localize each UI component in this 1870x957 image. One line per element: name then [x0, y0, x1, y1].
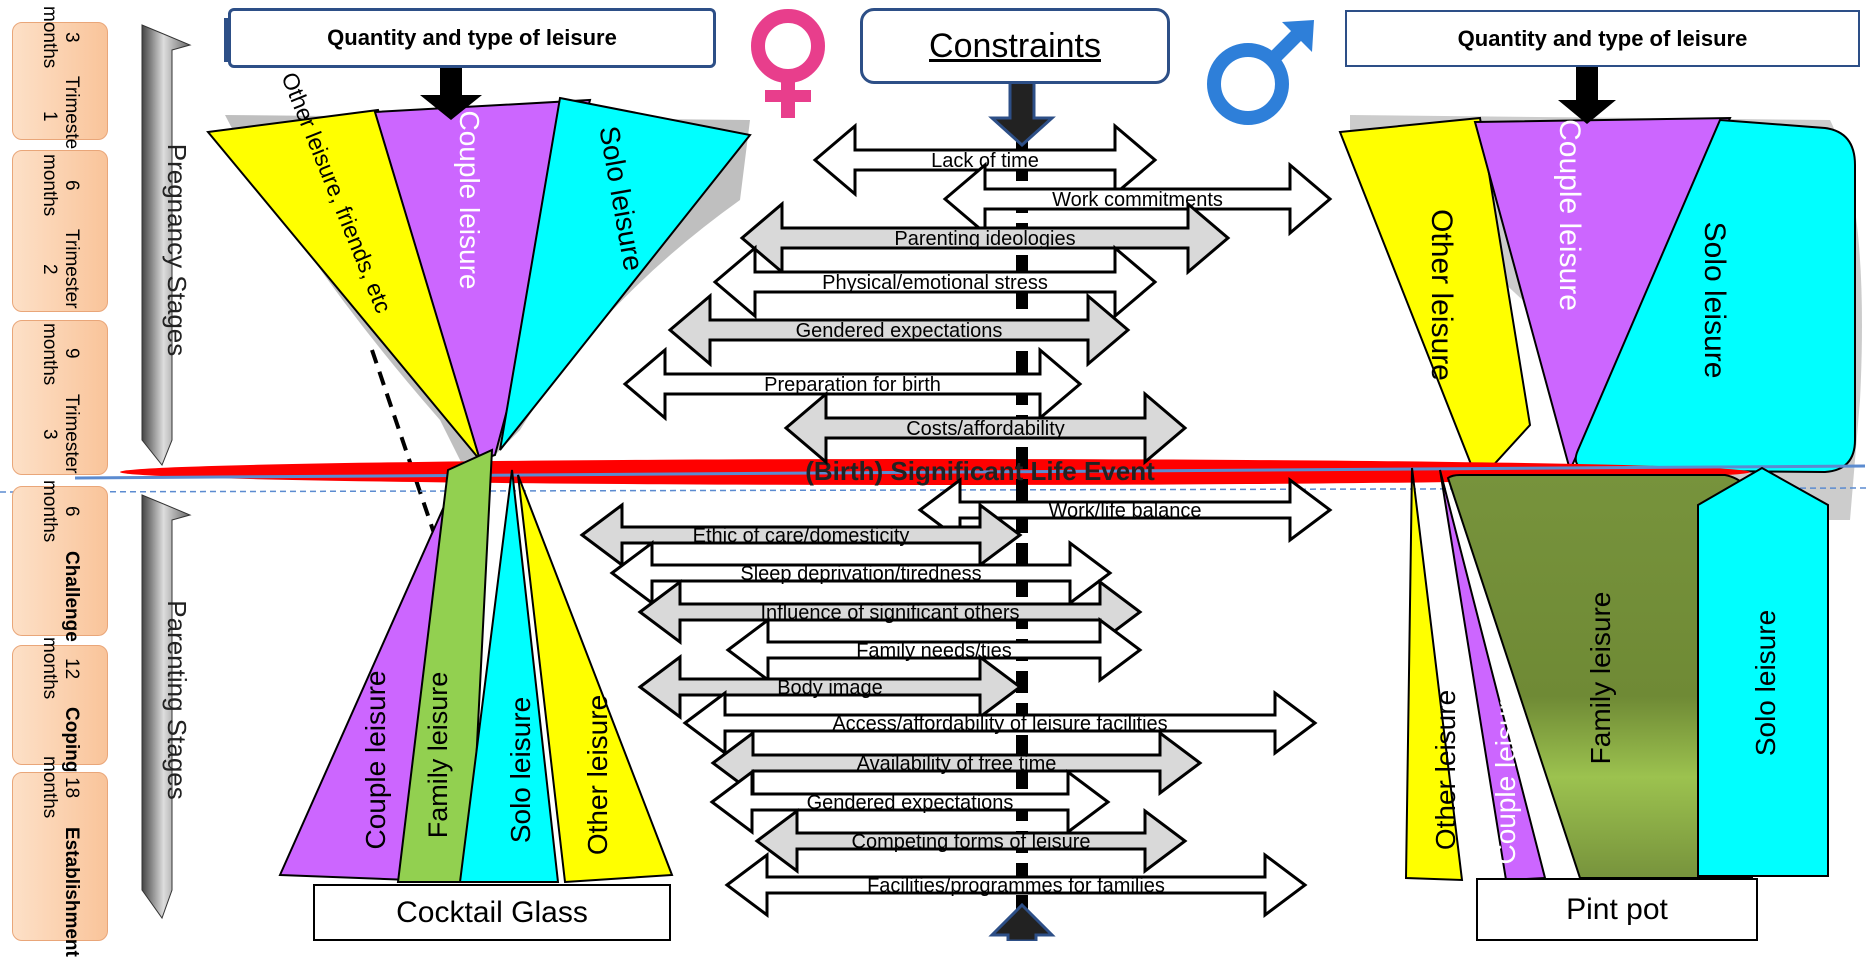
post-birth-constraint-1-label: Work/life balance — [1048, 500, 1201, 522]
female-header-box: Quantity and type of leisure — [228, 8, 716, 68]
post-birth-constraint-4-arrow — [637, 579, 1143, 645]
pre-birth-constraint-2-arrow — [942, 161, 1333, 237]
post-birth-constraint-10-arrow — [754, 808, 1188, 874]
post-birth-constraint-9-label: Gendered expectations — [807, 792, 1014, 814]
post-birth-constraint-3-arrow — [609, 540, 1113, 606]
male-bottom-other-leisure-label: Other leisure — [1430, 690, 1461, 850]
female-bottom-other-leisure-wedge — [517, 474, 674, 884]
pre-birth-constraint-7-label: Costs/affordability — [906, 418, 1065, 440]
post-birth-constraint-10-label: Competing forms of leisure — [852, 831, 1091, 853]
male-bottom-solo-leisure-label: Solo leisure — [1750, 610, 1781, 756]
male-top-couple-leisure-label: Couple leisure — [1553, 119, 1586, 311]
pre-birth-constraint-1-arrow — [812, 122, 1158, 198]
male-top-solo-leisure-label: Solo leisure — [1698, 222, 1731, 379]
male-bottom-couple-leisure-label: Couple leisure — [1490, 686, 1521, 865]
post-birth-constraint-6-arrow — [637, 654, 1023, 720]
pre-birth-constraint-5-arrow — [667, 292, 1131, 368]
male-top-other-leisure-wedge — [1338, 116, 1532, 484]
female-header-arrow — [420, 66, 482, 120]
post-birth-constraint-3-label: Sleep deprivation/tiredness — [740, 563, 981, 585]
male-header-label: Quantity and type of leisure — [1457, 25, 1748, 51]
post-birth-constraint-7-label: Access/affordability of leisure faciliti… — [832, 713, 1167, 735]
female-top-couple-leisure-label: Couple leisure — [454, 111, 485, 290]
post-birth-constraint-11-arrow — [724, 852, 1308, 918]
post-birth-constraint-8-label: Availability of free time — [857, 753, 1057, 775]
male-top-solo-leisure-wedge — [1574, 118, 1856, 474]
female-bottom-family-leisure-label: Family leisure — [423, 672, 453, 839]
female-bottom-other-leisure-label: Other leisure — [582, 695, 613, 855]
female-bottom-couple-leisure-label: Couple leisure — [360, 671, 391, 850]
male-header-arrow — [1558, 66, 1616, 124]
post-birth-constraint-1-arrow — [917, 477, 1333, 543]
dashed-line — [370, 349, 440, 546]
pre-birth-constraint-3-label: Parenting ideologies — [894, 228, 1075, 250]
post-birth-constraint-11-label: Facilities/programmes for families — [867, 875, 1165, 897]
pre-birth-constraint-4-arrow — [712, 244, 1158, 320]
pre-birth-constraint-2-label: Work commitments — [1052, 189, 1223, 211]
pre-birth-constraint-5-label: Gendered expectations — [796, 320, 1003, 342]
birth-event-label: (Birth) Significant Life Event — [805, 456, 1155, 486]
pre-birth-constraint-4-label: Physical/emotional stress — [822, 272, 1048, 294]
pre-birth-constraint-3-arrow — [739, 200, 1231, 276]
post-birth-constraint-7-arrow — [682, 690, 1318, 756]
pre-birth-constraint-6-label: Preparation for birth — [764, 374, 941, 396]
female-bottom-solo-leisure-wedge — [458, 469, 560, 883]
post-birth-constraint-5-arrow — [725, 617, 1143, 683]
male-bottom-other-leisure-wedge — [1404, 467, 1464, 882]
post-birth-constraint-6-label: Body image — [777, 677, 883, 699]
male-top-other-leisure-label: Other leisure — [1425, 209, 1458, 381]
post-birth-constraint-2-arrow — [579, 502, 1023, 568]
female-header-label: Quantity and type of leisure — [327, 25, 617, 50]
male-bottom-solo-leisure-wedge — [1697, 466, 1829, 877]
cocktail-glass-label-box: Cocktail Glass — [313, 884, 671, 941]
pre-birth-constraint-1-label: Lack of time — [931, 150, 1039, 172]
male-symbol-icon — [1207, 20, 1314, 125]
pre-birth-constraint-7-arrow — [783, 390, 1188, 466]
birth-dashed-line — [0, 487, 1870, 493]
post-birth-constraint-4-label: Influence of significant others — [760, 602, 1019, 624]
post-birth-constraint-9-arrow — [709, 769, 1111, 835]
constraints-title-box: Constraints — [860, 8, 1170, 84]
male-bottom-family-leisure-label: Family leisure — [1585, 592, 1616, 765]
birth-blue-line — [74, 464, 1866, 480]
post-birth-constraint-5-label: Family needs/ties — [856, 640, 1012, 662]
parenting-stages-bar — [141, 494, 192, 920]
female-bottom-solo-leisure-label: Solo leisure — [505, 697, 536, 843]
constraints-down-arrow — [988, 76, 1056, 148]
female-top-solo-leisure-wedge — [499, 96, 752, 451]
pregnancy-stages-bar — [141, 24, 192, 466]
post-birth-constraint-2-label: Ethic of care/domesticity — [693, 525, 910, 547]
female-bottom-family-leisure-wedge — [396, 448, 494, 883]
female-symbol-icon — [751, 9, 825, 118]
parenting-stages-label: Parenting Stages — [162, 600, 192, 799]
pint-pot-label-box: Pint pot — [1476, 878, 1758, 941]
male-header-box: Quantity and type of leisure — [1345, 10, 1860, 67]
pre-birth-constraint-6-arrow — [622, 346, 1083, 422]
female-top-couple-leisure-wedge — [373, 98, 592, 462]
constraints-up-arrow — [988, 902, 1056, 941]
cocktail-glass-label: Cocktail Glass — [396, 895, 588, 929]
pint-pot-label: Pint pot — [1566, 892, 1668, 926]
constraints-title: Constraints — [929, 26, 1101, 65]
pregnancy-stages-label: Pregnancy Stages — [162, 144, 192, 356]
